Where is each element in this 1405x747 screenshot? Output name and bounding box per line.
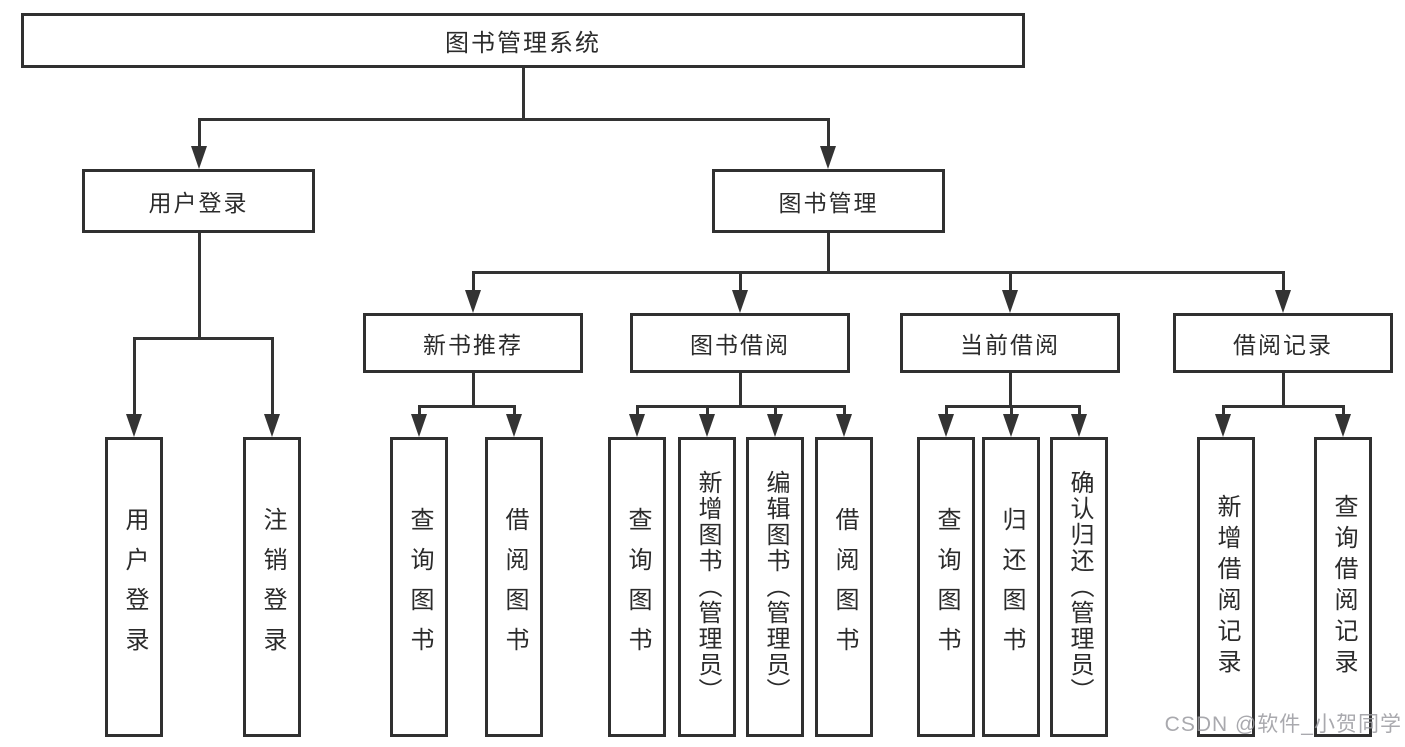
- connector-line: [738, 272, 742, 292]
- arrow-down-icon: [190, 146, 207, 169]
- connector-line: [1008, 272, 1012, 292]
- connector-line: [521, 68, 525, 120]
- connector-line: [512, 406, 516, 416]
- arrow-down-icon: [628, 414, 645, 437]
- connector-line: [417, 406, 421, 416]
- leaf-borrow-books: 借阅图书: [485, 437, 543, 737]
- connector-line: [1281, 373, 1285, 406]
- connector-line: [773, 406, 777, 416]
- leaf-logout: 注销登录: [243, 437, 301, 737]
- arrow-down-icon: [1334, 414, 1351, 437]
- leaf-query-books-2: 查询图书: [608, 437, 666, 737]
- arrow-down-icon: [125, 414, 142, 437]
- node-current-borrowing: 当前借阅: [900, 313, 1120, 373]
- leaf-label: 新增借阅记录: [1213, 494, 1240, 680]
- leaf-label: 借阅图书: [831, 507, 858, 667]
- connector-line: [197, 233, 201, 339]
- connector-line: [270, 338, 274, 416]
- connector-line: [471, 270, 1285, 274]
- arrow-down-icon: [766, 414, 783, 437]
- connector-line: [197, 119, 201, 147]
- leaf-user-login: 用户登录: [105, 437, 163, 737]
- connector-line: [1077, 406, 1081, 416]
- node-label: 当前借阅: [960, 332, 1060, 358]
- connector-line: [132, 338, 136, 416]
- node-label: 借阅记录: [1233, 332, 1333, 358]
- connector-line: [705, 406, 709, 416]
- leaf-label: 编辑图书（管理员）: [762, 470, 789, 704]
- connector-line: [1221, 404, 1345, 408]
- arrow-down-icon: [1002, 414, 1019, 437]
- connector-line: [1341, 406, 1345, 416]
- node-book-management: 图书管理: [712, 169, 945, 233]
- leaf-label: 查询借阅记录: [1330, 494, 1357, 680]
- arrow-down-icon: [1001, 290, 1018, 313]
- leaf-add-borrow-record: 新增借阅记录: [1197, 437, 1255, 737]
- leaf-borrow-books-2: 借阅图书: [815, 437, 873, 737]
- arrow-down-icon: [835, 414, 852, 437]
- leaf-query-books-3: 查询图书: [917, 437, 975, 737]
- connector-line: [635, 404, 846, 408]
- leaf-query-borrow-record: 查询借阅记录: [1314, 437, 1372, 737]
- leaf-query-books: 查询图书: [390, 437, 448, 737]
- leaf-return-books: 归还图书: [982, 437, 1040, 737]
- connector-line: [471, 373, 475, 406]
- leaf-label: 查询图书: [933, 507, 960, 667]
- node-label: 用户登录: [148, 190, 249, 216]
- arrow-down-icon: [1070, 414, 1087, 437]
- connector-line: [1281, 272, 1285, 292]
- node-label: 图书借阅: [690, 332, 790, 358]
- arrow-down-icon: [464, 290, 481, 313]
- leaf-label: 归还图书: [998, 507, 1025, 667]
- node-user-login: 用户登录: [82, 169, 315, 233]
- connector-line: [826, 233, 830, 273]
- leaf-label: 查询图书: [624, 507, 651, 667]
- arrow-down-icon: [698, 414, 715, 437]
- connector-line: [826, 119, 830, 147]
- leaf-label: 借阅图书: [501, 507, 528, 667]
- node-label: 图书管理系统: [445, 30, 601, 57]
- arrow-down-icon: [263, 414, 280, 437]
- leaf-label: 用户登录: [121, 507, 148, 667]
- connector-line: [944, 406, 948, 416]
- connector-line: [197, 117, 830, 121]
- arrow-down-icon: [410, 414, 427, 437]
- leaf-label: 查询图书: [406, 507, 433, 667]
- connector-line: [1221, 406, 1225, 416]
- connector-line: [738, 373, 742, 406]
- arrow-down-icon: [1214, 414, 1231, 437]
- arrow-down-icon: [505, 414, 522, 437]
- node-label: 图书管理: [778, 190, 879, 216]
- leaf-add-books-admin: 新增图书（管理员）: [678, 437, 736, 737]
- leaf-label: 确认归还（管理员）: [1066, 470, 1093, 704]
- node-new-book-recommendation: 新书推荐: [363, 313, 583, 373]
- leaf-edit-books-admin: 编辑图书（管理员）: [746, 437, 804, 737]
- node-library-management-system: 图书管理系统: [21, 13, 1025, 68]
- connector-line: [471, 272, 475, 292]
- node-label: 新书推荐: [423, 332, 523, 358]
- connector-line: [1008, 373, 1012, 406]
- connector-line: [1009, 406, 1013, 416]
- connector-line: [944, 404, 1081, 408]
- arrow-down-icon: [937, 414, 954, 437]
- connector-line: [842, 406, 846, 416]
- arrow-down-icon: [1274, 290, 1291, 313]
- leaf-confirm-return-admin: 确认归还（管理员）: [1050, 437, 1108, 737]
- watermark: CSDN @软件_小贺同学: [1164, 713, 1402, 736]
- connector-line: [417, 404, 516, 408]
- node-book-borrowing: 图书借阅: [630, 313, 850, 373]
- leaf-label: 新增图书（管理员）: [694, 470, 721, 704]
- connector-line: [132, 336, 274, 340]
- node-borrowing-records: 借阅记录: [1173, 313, 1393, 373]
- arrow-down-icon: [819, 146, 836, 169]
- leaf-label: 注销登录: [259, 507, 286, 667]
- arrow-down-icon: [731, 290, 748, 313]
- connector-line: [635, 406, 639, 416]
